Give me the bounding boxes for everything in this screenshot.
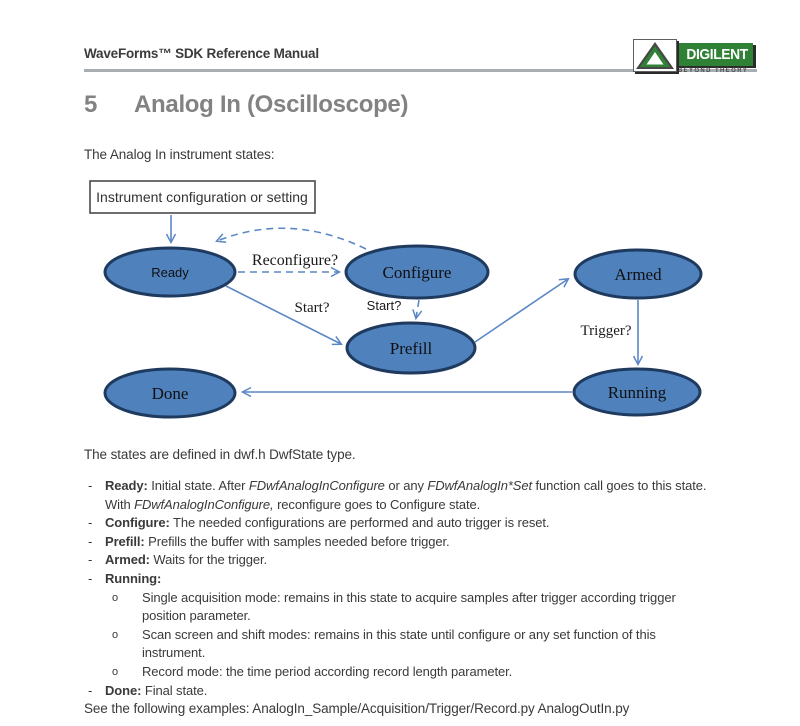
list-item-configure: - Configure: The needed configurations a… bbox=[84, 514, 794, 533]
states-note: The states are defined in dwf.h DwfState… bbox=[84, 447, 356, 462]
list-item-text: instrument. bbox=[142, 645, 206, 661]
state-definitions-list: - Ready: Initial state. After FDwfAnalog… bbox=[84, 477, 794, 700]
label-start-left: Start? bbox=[295, 300, 330, 316]
list-item-ready: - Ready: Initial state. After FDwfAnalog… bbox=[84, 477, 794, 496]
state-ready bbox=[103, 246, 237, 298]
list-subitem-scan-shift-cont: instrument. bbox=[84, 644, 794, 663]
edge-configure-back-to-ready bbox=[217, 227, 367, 250]
examples-paragraph: See the following examples: AnalogIn_Sam… bbox=[84, 701, 630, 716]
logo-tagline-text: BEYOND THEORY bbox=[677, 68, 749, 74]
bullet-marker: - bbox=[88, 570, 93, 586]
logo-triangle-icon bbox=[633, 39, 677, 72]
bullet-marker bbox=[84, 496, 105, 515]
state-armed bbox=[573, 248, 703, 300]
list-subitem-single-acquisition: o Single acquisition mode: remains in th… bbox=[84, 589, 794, 608]
intro-paragraph: The Analog In instrument states: bbox=[84, 147, 275, 162]
list-item-text: Done: Final state. bbox=[105, 682, 208, 698]
list-item-armed: - Armed: Waits for the trigger. bbox=[84, 551, 794, 570]
state-running-label: Running bbox=[608, 383, 667, 402]
state-diagram: Instrument configuration or setting Reco… bbox=[89, 180, 703, 419]
bullet-marker bbox=[108, 607, 142, 626]
edge-prefill-to-armed bbox=[474, 279, 568, 343]
logo-brand-text: DIGILENT bbox=[686, 46, 749, 63]
list-item-text: Prefill: Prefills the buffer with sample… bbox=[105, 533, 450, 549]
bullet-marker bbox=[108, 644, 142, 663]
state-prefill-label: Prefill bbox=[390, 339, 433, 358]
bullet-marker: o bbox=[112, 628, 119, 641]
state-done bbox=[103, 367, 237, 419]
list-item-text: Record mode: the time period according r… bbox=[142, 663, 513, 679]
header-divider bbox=[84, 69, 757, 72]
list-subitem-scan-shift: o Scan screen and shift modes: remains i… bbox=[84, 626, 794, 645]
list-item-text: Running: bbox=[105, 570, 162, 586]
bullet-marker: - bbox=[88, 682, 93, 698]
state-running bbox=[572, 367, 702, 417]
list-item-text: Armed: Waits for the trigger. bbox=[105, 552, 268, 568]
state-prefill bbox=[345, 321, 477, 375]
section-heading: 5 Analog In (Oscilloscope) bbox=[84, 91, 408, 119]
list-item-text: With FDwfAnalogInConfigure, reconfigure … bbox=[105, 496, 481, 512]
label-trigger: Trigger? bbox=[580, 323, 631, 339]
state-configure-label: Configure bbox=[383, 263, 452, 282]
logo-green-bar: DIGILENT bbox=[652, 43, 753, 66]
bullet-marker: - bbox=[88, 478, 93, 493]
edge-ready-to-prefill bbox=[225, 285, 341, 344]
list-item-ready-cont: With FDwfAnalogInConfigure, reconfigure … bbox=[84, 496, 794, 515]
digilent-logo: DIGILENT BEYOND THEORY bbox=[633, 39, 757, 74]
label-start-right: Start? bbox=[367, 298, 402, 313]
state-configure bbox=[344, 244, 490, 300]
list-subitem-record-mode: o Record mode: the time period according… bbox=[84, 663, 794, 682]
list-item-text: Ready: Initial state. After FDwfAnalogIn… bbox=[105, 478, 707, 493]
label-reconfigure: Reconfigure? bbox=[252, 252, 338, 269]
section-title: Analog In (Oscilloscope) bbox=[134, 91, 409, 118]
list-item-prefill: - Prefill: Prefills the buffer with samp… bbox=[84, 533, 794, 552]
config-box-label: Instrument configuration or setting bbox=[96, 189, 308, 205]
bullet-marker: o bbox=[112, 591, 119, 604]
list-item-text: Single acquisition mode: remains in this… bbox=[142, 589, 676, 605]
section-number: 5 bbox=[84, 91, 98, 118]
bullet-marker: - bbox=[88, 552, 93, 568]
list-item-running: - Running: bbox=[84, 570, 794, 589]
list-subitem-single-acquisition-cont: position parameter. bbox=[84, 607, 794, 626]
list-item-text: Scan screen and shift modes: remains in … bbox=[142, 626, 656, 642]
state-done-label: Done bbox=[152, 384, 189, 403]
document-title: WaveForms™ SDK Reference Manual bbox=[84, 46, 319, 61]
list-item-text: position parameter. bbox=[142, 608, 251, 624]
bullet-marker: - bbox=[88, 515, 93, 531]
state-ready-label: Ready bbox=[151, 265, 189, 280]
list-item-done: - Done: Final state. bbox=[84, 682, 794, 701]
list-item-text: Configure: The needed configurations are… bbox=[105, 515, 550, 531]
bullet-marker: - bbox=[88, 533, 93, 549]
bullet-marker: o bbox=[112, 665, 119, 678]
config-box bbox=[89, 180, 316, 214]
edge-configure-to-prefill bbox=[416, 299, 419, 318]
state-armed-label: Armed bbox=[614, 265, 662, 284]
